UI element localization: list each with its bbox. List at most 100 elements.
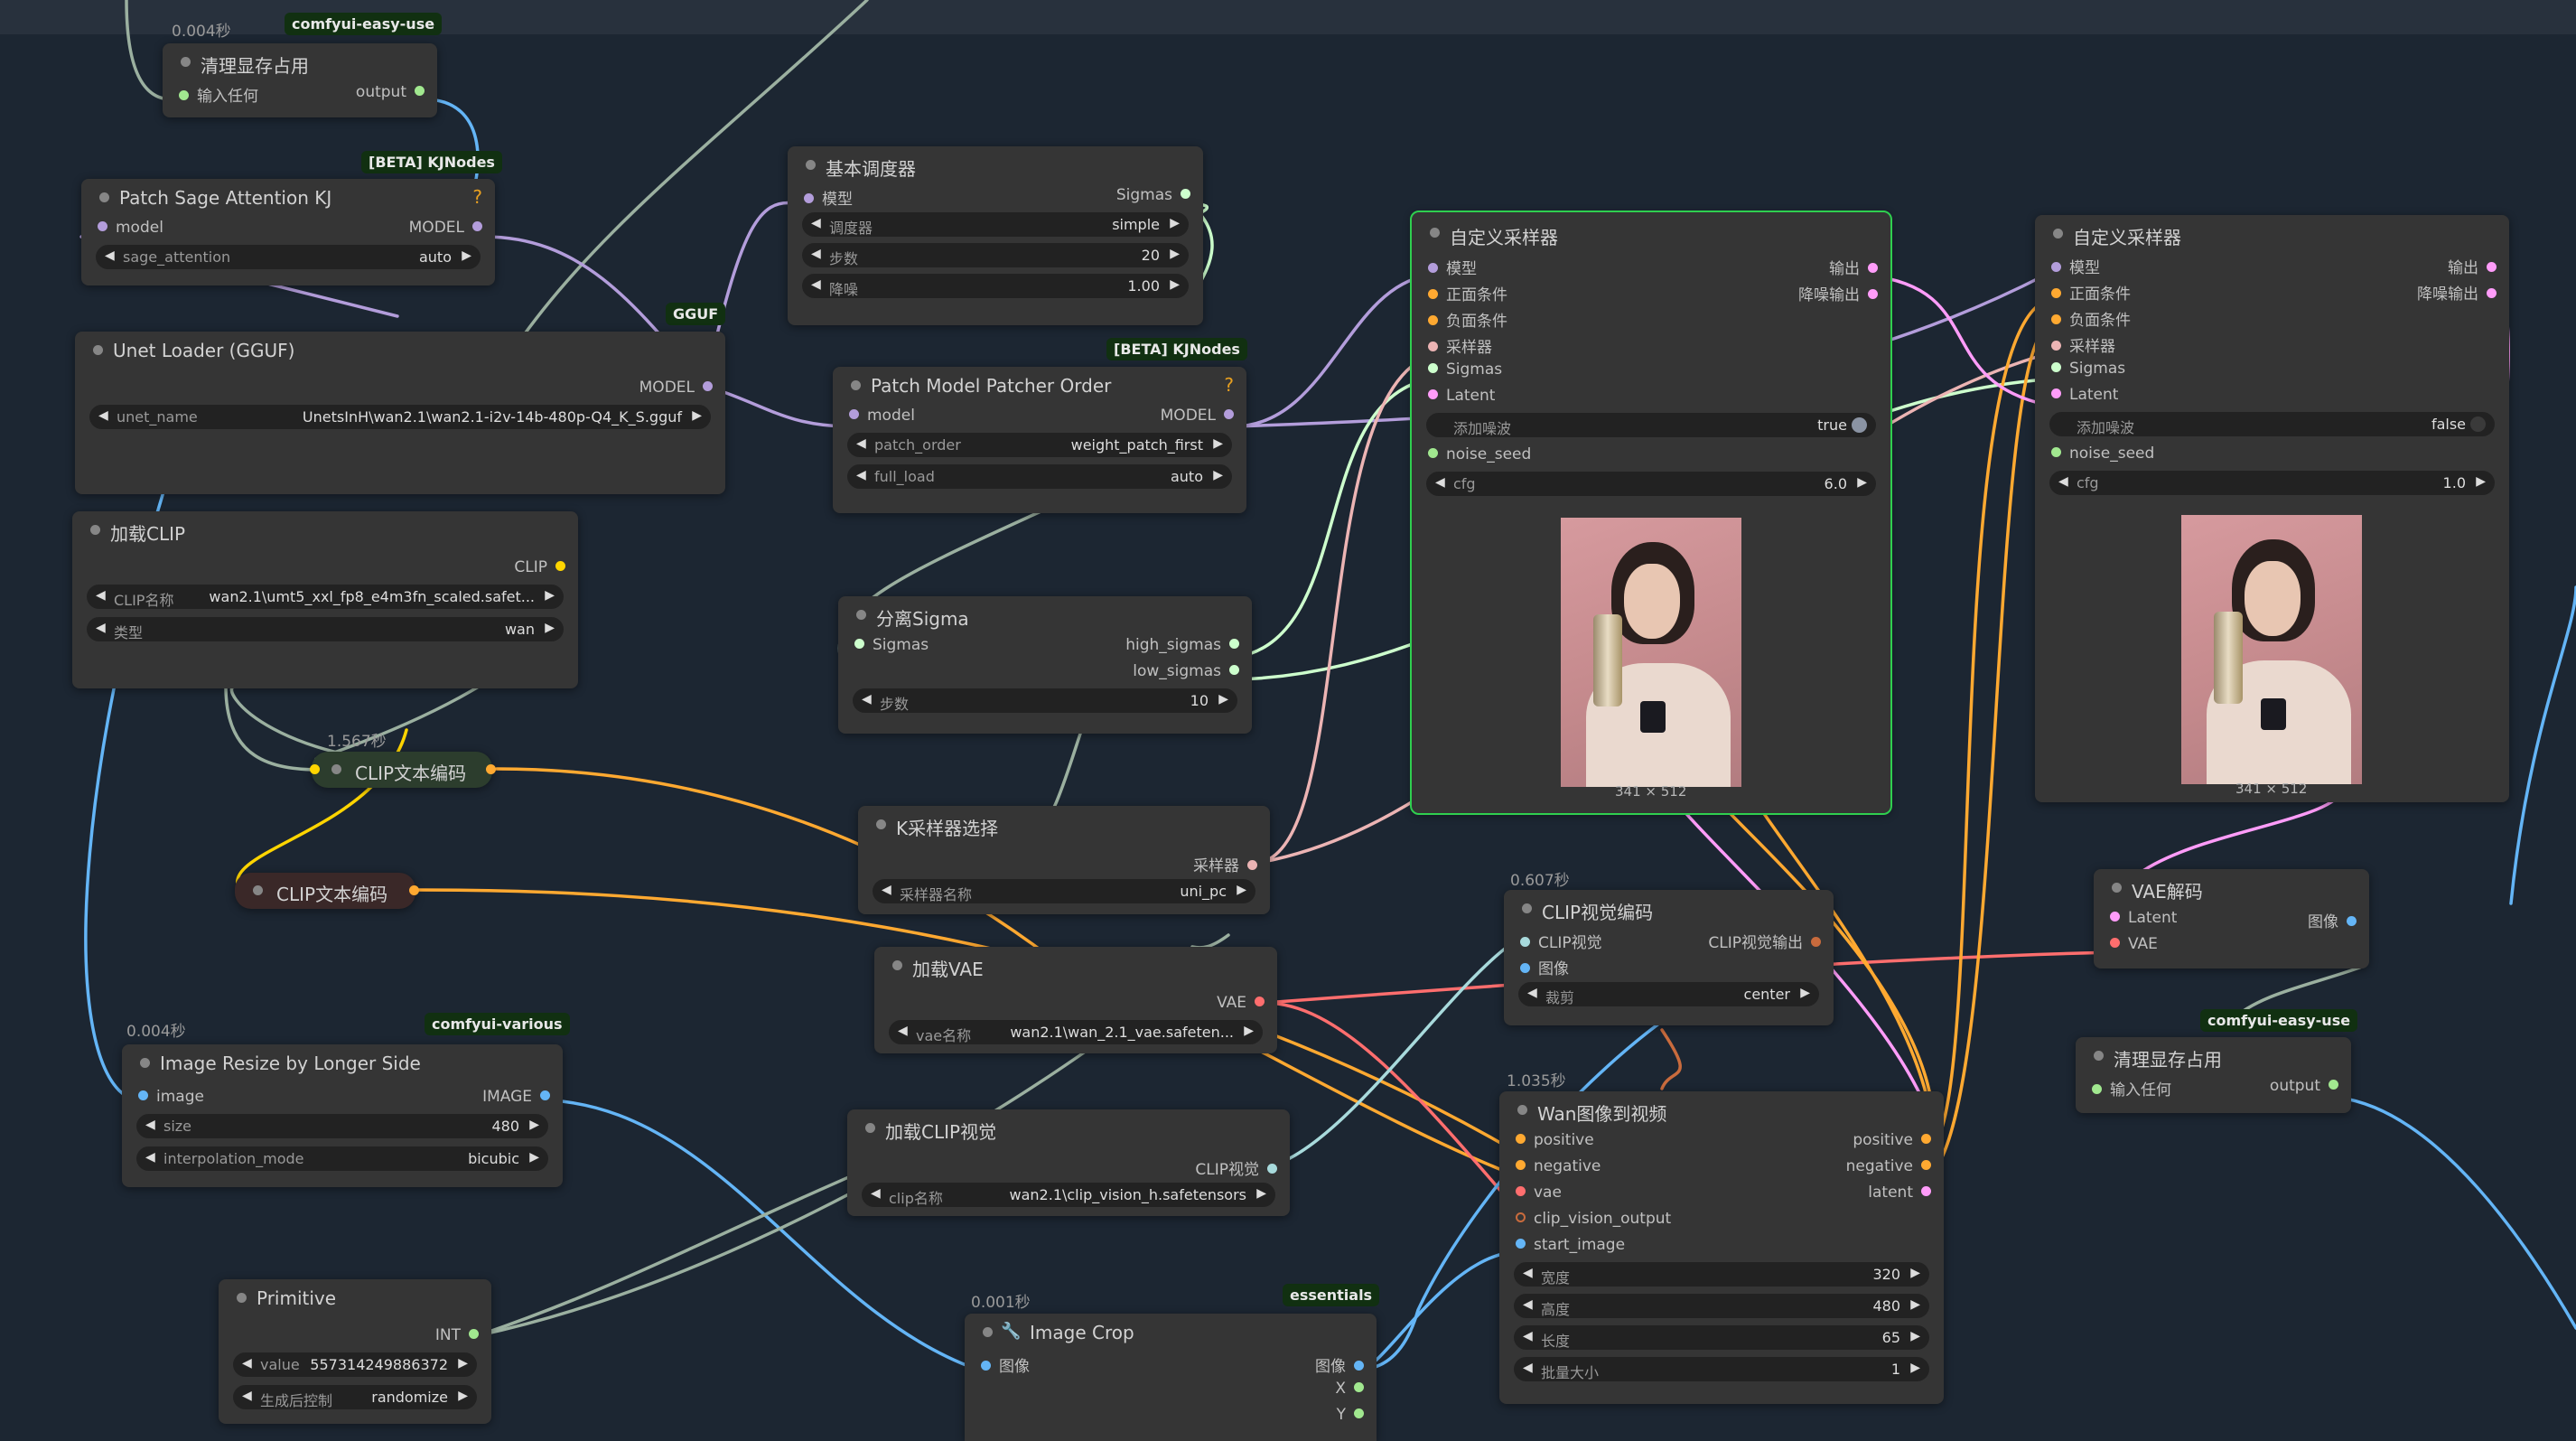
input-slot[interactable]: Sigmas (854, 636, 929, 654)
socket-dot[interactable] (1428, 389, 1438, 399)
input-slot[interactable]: 输入任何 (2092, 1077, 2171, 1099)
socket-dot[interactable] (2051, 262, 2061, 272)
socket-dot[interactable] (1428, 363, 1438, 373)
socket-dot[interactable] (1428, 289, 1438, 299)
output-slot[interactable]: output (2270, 1077, 2338, 1095)
arrow-left-icon[interactable]: ◀ (811, 247, 821, 261)
arrow-right-icon[interactable]: ▶ (462, 248, 471, 263)
socket-dot[interactable] (1921, 1160, 1931, 1170)
socket-dot[interactable] (804, 193, 814, 203)
arrow-right-icon[interactable]: ▶ (1244, 1024, 1254, 1038)
node-header[interactable]: Unet Loader (GGUF) (75, 332, 725, 368)
arrow-right-icon[interactable]: ▶ (1910, 1329, 1920, 1343)
socket-dot[interactable] (310, 764, 320, 774)
arrow-right-icon[interactable]: ▶ (1213, 436, 1223, 451)
output-slot[interactable]: 降噪输出 (2417, 281, 2497, 304)
node-header[interactable]: Patch Sage Attention KJ? (81, 179, 495, 215)
arrow-right-icon[interactable]: ▶ (1213, 468, 1223, 482)
input-slot[interactable]: 图像 (981, 1353, 1030, 1376)
output-slot[interactable]: MODEL (1161, 407, 1234, 425)
input-slot[interactable]: Latent (2051, 386, 2118, 404)
socket-dot[interactable] (1267, 1164, 1277, 1174)
socket-dot[interactable] (2487, 288, 2497, 298)
output-slot[interactable]: VAE (1217, 994, 1265, 1012)
input-slot[interactable]: 模型 (2051, 255, 2100, 277)
help-icon[interactable]: ? (1224, 374, 1234, 396)
arrow-right-icon[interactable]: ▶ (1170, 216, 1180, 230)
socket-dot[interactable] (1428, 342, 1438, 351)
collapse-dot[interactable] (856, 610, 866, 620)
arrow-right-icon[interactable]: ▶ (545, 588, 555, 603)
socket-dot[interactable] (1428, 448, 1438, 458)
output-slot[interactable]: high_sigmas (1125, 636, 1239, 654)
input-slot[interactable]: 正面条件 (1428, 282, 1507, 304)
node-clip-text-encode-2[interactable]: CLIP文本编码 (235, 873, 419, 909)
collapse-dot[interactable] (1430, 228, 1440, 238)
arrow-left-icon[interactable]: ◀ (1523, 1266, 1533, 1280)
collapse-dot[interactable] (181, 57, 191, 67)
socket-dot[interactable] (2092, 1084, 2102, 1094)
input-slot[interactable]: model (849, 407, 915, 425)
socket-dot[interactable] (1520, 937, 1530, 947)
arrow-right-icon[interactable]: ▶ (545, 621, 555, 635)
socket-dot[interactable] (854, 639, 864, 649)
socket-dot[interactable] (2487, 262, 2497, 272)
arrow-left-icon[interactable]: ◀ (856, 468, 866, 482)
collapse-dot[interactable] (876, 819, 886, 829)
collapse-dot[interactable] (2112, 883, 2122, 893)
node-header[interactable]: Image Resize by Longer Side (122, 1044, 563, 1081)
output-slot[interactable]: INT (435, 1326, 479, 1344)
socket-dot[interactable] (2051, 314, 2061, 324)
arrow-right-icon[interactable]: ▶ (529, 1150, 539, 1165)
socket-dot[interactable] (1354, 1361, 1364, 1371)
input-slot[interactable]: 输入任何 (179, 83, 258, 106)
node-header[interactable]: 清理显存占用 (2076, 1037, 2351, 1073)
node-custom-sampler-2[interactable]: 自定义采样器 模型输出 正面条件降噪输出 负面条件 采样器 Sigmas Lat… (2035, 215, 2509, 802)
input-slot[interactable]: positive (1516, 1131, 1594, 1149)
output-slot[interactable]: output (356, 83, 425, 101)
input-slot[interactable]: 采样器 (2051, 333, 2115, 356)
collapse-dot[interactable] (865, 1123, 875, 1133)
input-slot[interactable]: negative (1516, 1157, 1601, 1175)
arrow-left-icon[interactable]: ◀ (242, 1389, 252, 1403)
input-slot[interactable]: image (138, 1088, 204, 1106)
arrow-right-icon[interactable]: ▶ (1910, 1266, 1920, 1280)
arrow-right-icon[interactable]: ▶ (1170, 247, 1180, 261)
socket-dot[interactable] (1224, 409, 1234, 419)
toggle-knob[interactable] (2470, 416, 2486, 432)
input-slot[interactable]: CLIP视觉 (1520, 930, 1602, 952)
arrow-left-icon[interactable]: ◀ (145, 1150, 155, 1165)
input-slot[interactable]: model (98, 219, 163, 237)
arrow-right-icon[interactable]: ▶ (1218, 692, 1228, 706)
socket-dot[interactable] (981, 1361, 991, 1371)
socket-dot[interactable] (469, 1329, 479, 1339)
input-slot[interactable]: noise_seed (2051, 444, 2154, 463)
collapse-dot[interactable] (331, 764, 341, 774)
socket-dot[interactable] (415, 86, 425, 96)
output-slot[interactable]: 图像 (2308, 909, 2357, 931)
output-slot[interactable]: latent (1868, 1184, 1931, 1202)
input-slot[interactable]: vae (1516, 1184, 1562, 1202)
arrow-right-icon[interactable]: ▶ (1910, 1361, 1920, 1375)
node-custom-sampler-1[interactable]: 自定义采样器 模型输出 正面条件降噪输出 负面条件 采样器 Sigmas Lat… (1410, 211, 1892, 815)
socket-dot[interactable] (179, 90, 189, 100)
collapse-dot[interactable] (1517, 1105, 1527, 1115)
socket-dot[interactable] (472, 221, 482, 231)
